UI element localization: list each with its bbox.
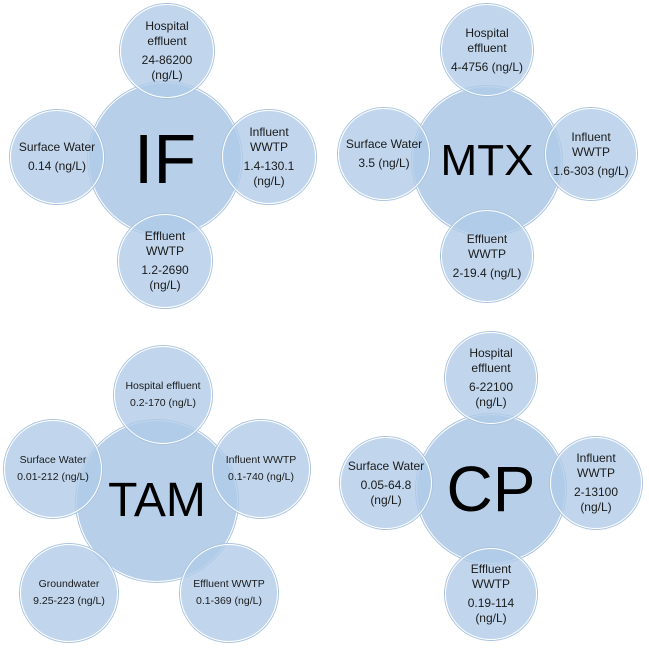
node-hospital-effluent: Hospital effluent 24-86200 (ng/L): [120, 4, 214, 98]
center-label: IF: [133, 120, 197, 198]
node-name: Influent WWTP: [571, 129, 611, 159]
node-value: 3.5 (ng/L): [358, 156, 410, 170]
node-value: 9.25-223 (ng/L): [33, 595, 105, 607]
node-value: 0.01-212 (ng/L): [17, 471, 89, 483]
node-value: 6-22100 (ng/L): [468, 380, 514, 409]
center-label: TAM: [108, 474, 206, 527]
node-hospital-effluent: Hospital effluent 6-22100 (ng/L): [445, 332, 537, 424]
node-hospital-effluent: Hospital effluent 0.2-170 (ng/L): [114, 346, 212, 444]
node-value: 0.05-64.8 (ng/L): [360, 477, 412, 507]
node-value: 0.1-740 (ng/L): [228, 471, 294, 483]
node-name: Surface Water: [18, 140, 96, 154]
node-name: Surface Water: [19, 454, 87, 466]
node-surface-water: Surface Water 0.01-212 (ng/L): [4, 420, 102, 518]
node-influent-wwtp: Influent WWTP 2-13100 (ng/L): [550, 437, 642, 529]
node-value: 1.4-130.1 (ng/L): [243, 159, 295, 188]
node-value: 24-86200 (ng/L): [141, 53, 193, 82]
node-value: 4-4756 (ng/L): [450, 59, 524, 74]
node-effluent-wwtp: Effluent WWTP 2-19.4 (ng/L): [441, 210, 533, 302]
node-influent-wwtp: Influent WWTP 1.6-303 (ng/L): [545, 108, 637, 200]
node-value: 2-13100 (ng/L): [573, 485, 619, 514]
node-value: 1.6-303 (ng/L): [553, 163, 629, 178]
node-value: 1.2-2690 (ng/L): [141, 263, 189, 292]
center-label: MTX: [440, 136, 534, 185]
center-circle-if: IF: [88, 82, 242, 236]
node-value: 0.2-170 (ng/L): [130, 397, 196, 409]
node-name: Influent WWTP: [225, 454, 297, 466]
node-name: Surface Water: [347, 458, 425, 473]
center-label: CP: [446, 453, 536, 525]
node-influent-wwtp: Influent WWTP 0.1-740 (ng/L): [212, 420, 310, 518]
node-surface-water: Surface Water 0.05-64.8 (ng/L): [340, 437, 432, 529]
node-surface-water: Surface Water 3.5 (ng/L): [338, 108, 430, 200]
node-effluent-wwtp: Effluent WWTP 1.2-2690 (ng/L): [118, 214, 212, 308]
node-name: Hospital effluent: [125, 380, 201, 392]
node-name: Hospital effluent: [469, 346, 513, 375]
center-circle-cp: CP: [416, 414, 566, 564]
node-value: 2-19.4 (ng/L): [452, 265, 522, 280]
node-influent-wwtp: Influent WWTP 1.4-130.1 (ng/L): [222, 110, 316, 204]
node-name: Hospital effluent: [465, 25, 509, 55]
node-value: 0.19-114 (ng/L): [467, 596, 515, 625]
node-value: 0.14 (ng/L): [27, 159, 87, 173]
node-effluent-wwtp: Effluent WWTP 0.19-114 (ng/L): [445, 548, 537, 640]
node-name: Hospital effluent: [145, 19, 189, 48]
node-name: Influent WWTP: [576, 451, 616, 480]
node-surface-water: Surface Water 0.14 (ng/L): [10, 110, 104, 204]
node-name: Effluent WWTP: [466, 231, 508, 261]
node-name: Groundwater: [38, 578, 100, 590]
node-name: Effluent WWTP: [193, 578, 265, 590]
node-name: Influent WWTP: [249, 125, 289, 154]
node-effluent-wwtp: Effluent WWTP 0.1-369 (ng/L): [180, 544, 278, 642]
node-name: Effluent WWTP: [470, 562, 512, 591]
node-groundwater: Groundwater 9.25-223 (ng/L): [20, 544, 118, 642]
node-value: 0.1-369 (ng/L): [196, 595, 262, 607]
node-name: Effluent WWTP: [144, 229, 186, 258]
node-name: Surface Water: [345, 137, 423, 151]
node-hospital-effluent: Hospital effluent 4-4756 (ng/L): [441, 4, 533, 96]
